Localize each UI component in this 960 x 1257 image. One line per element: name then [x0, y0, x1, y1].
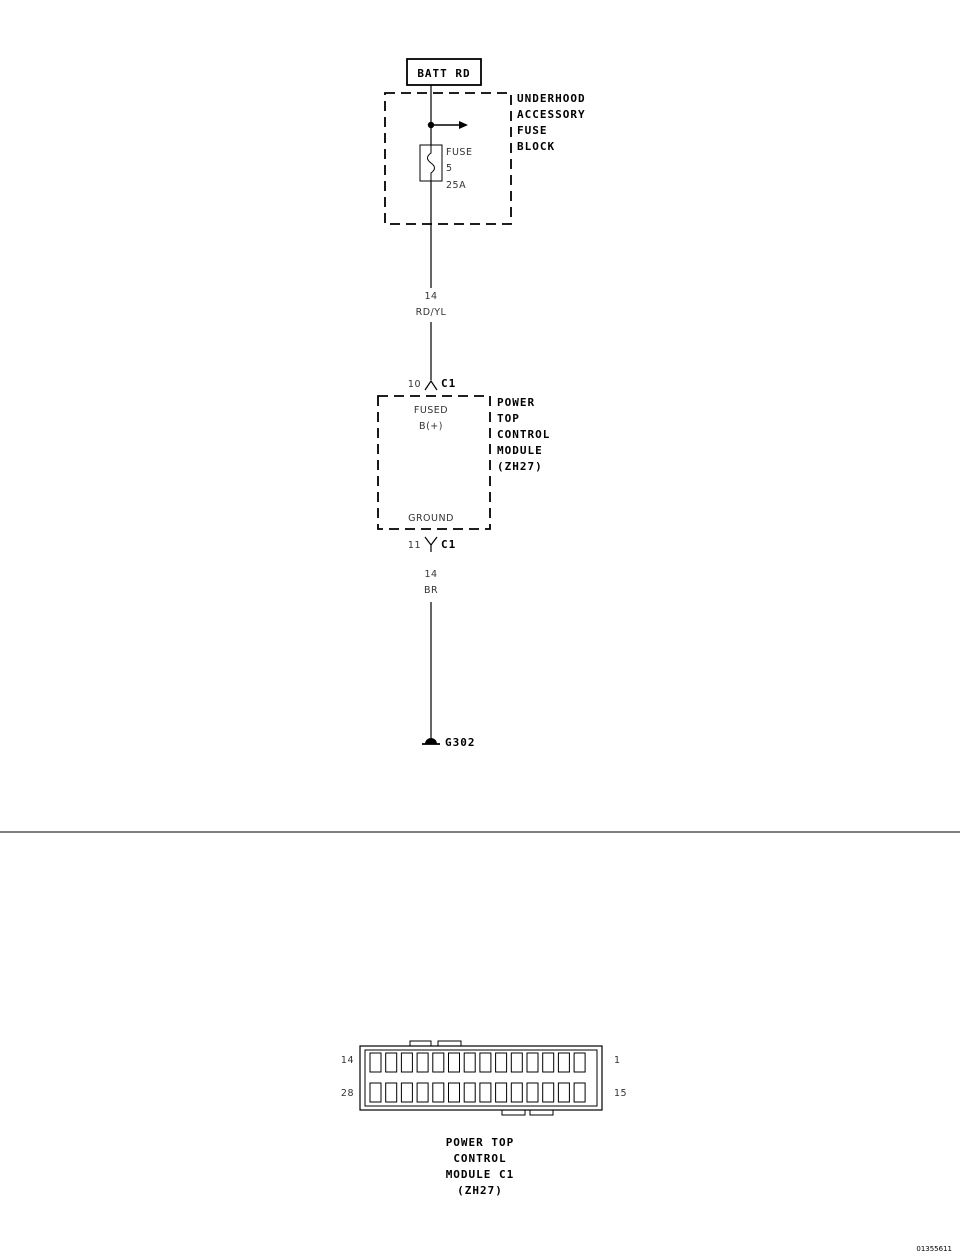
fuse-block-label-2: ACCESSORY — [517, 108, 586, 121]
fuse-icon — [419, 144, 443, 182]
cavity-bottom-13 — [557, 1082, 570, 1103]
connector-c1-pin-10: 10 C1 — [408, 377, 456, 391]
cavity-top-3 — [400, 1052, 413, 1073]
connector-latch-top-1 — [409, 1040, 432, 1046]
pin-label-15: 15 — [614, 1088, 627, 1099]
cavity-top-8 — [479, 1052, 492, 1073]
battery-source-label: BATT RD — [417, 67, 470, 80]
cavity-top-12 — [542, 1052, 555, 1073]
cavity-top-13 — [557, 1052, 570, 1073]
cavity-top-7 — [463, 1052, 476, 1073]
cavity-top-10 — [510, 1052, 523, 1073]
cavity-top-5 — [432, 1052, 445, 1073]
fuse-number: 5 — [446, 163, 453, 174]
pin-label-28: 28 — [341, 1088, 354, 1099]
cavity-bottom-12 — [542, 1082, 555, 1103]
module-input-label-1: FUSED — [414, 405, 448, 416]
connector-top-pin: 10 — [408, 379, 421, 390]
connector-caption-4: (ZH27) — [457, 1184, 503, 1197]
connector-face-view: 14 1 28 15 — [341, 1040, 627, 1116]
fuse-rating: 25A — [446, 180, 466, 191]
connector-outer-shell — [359, 1045, 603, 1111]
cavity-top-1 — [369, 1052, 382, 1073]
connector-latch-top-2 — [437, 1040, 462, 1046]
cavity-top-11 — [526, 1052, 539, 1073]
module-label-5: (ZH27) — [497, 460, 543, 473]
fuse-block-label-3: FUSE — [517, 124, 548, 137]
wire-lower-color: BR — [424, 585, 438, 596]
connector-caption-3: MODULE C1 — [446, 1168, 515, 1181]
ground-label: G302 — [445, 736, 476, 749]
connector-inner-shell — [364, 1049, 598, 1107]
power-top-control-module: FUSED B(+) GROUND POWER TOP CONTROL MODU… — [377, 395, 550, 530]
connector-bottom-name: C1 — [441, 538, 456, 551]
cavity-bottom-5 — [432, 1082, 445, 1103]
cavity-top-9 — [495, 1052, 508, 1073]
connector-bottom-pin: 11 — [408, 540, 421, 551]
connector-latch-bottom-1 — [501, 1110, 526, 1116]
module-label-4: MODULE — [497, 444, 543, 457]
connector-top-name: C1 — [441, 377, 456, 390]
cavity-top-4 — [416, 1052, 429, 1073]
cavity-top-6 — [448, 1052, 460, 1073]
connector-c1-pin-11: 11 C1 — [408, 536, 456, 552]
connector-latch-bottom-2 — [529, 1110, 554, 1116]
feed-arrow-icon — [431, 121, 468, 129]
cavity-bottom-6 — [448, 1082, 460, 1103]
fuse-label: FUSE — [446, 147, 472, 158]
cavity-bottom-1 — [369, 1082, 382, 1103]
pin-label-14: 14 — [341, 1055, 354, 1066]
cavity-bottom-7 — [463, 1082, 476, 1103]
fuse-block-label-4: BLOCK — [517, 140, 555, 153]
cavity-bottom-9 — [495, 1082, 508, 1103]
module-label-1: POWER — [497, 396, 535, 409]
wire-lower-gauge: 14 — [424, 569, 437, 580]
fuse-block-label-1: UNDERHOOD — [517, 92, 586, 105]
module-input-label-2: B(+) — [419, 421, 443, 432]
ground-icon — [422, 738, 440, 745]
connector-caption-1: POWER TOP — [446, 1136, 515, 1149]
module-label-2: TOP — [497, 412, 520, 425]
cavity-top-14 — [573, 1052, 586, 1073]
cavity-bottom-2 — [385, 1082, 398, 1103]
battery-source: BATT RD — [406, 58, 482, 86]
cavity-bottom-3 — [400, 1082, 413, 1103]
connector-caption-2: CONTROL — [453, 1152, 506, 1165]
cavity-bottom-4 — [416, 1082, 429, 1103]
module-ground-label: GROUND — [408, 513, 454, 524]
cavity-bottom-14 — [573, 1082, 586, 1103]
fuse-block: UNDERHOOD ACCESSORY FUSE BLOCK — [384, 92, 586, 225]
wire-upper-gauge: 14 — [424, 291, 437, 302]
cavity-bottom-10 — [510, 1082, 523, 1103]
module-label-3: CONTROL — [497, 428, 550, 441]
cavity-bottom-8 — [479, 1082, 492, 1103]
figure-id: 01355611 — [916, 1245, 952, 1253]
cavity-top-2 — [385, 1052, 398, 1073]
wire-upper-color: RD/YL — [416, 307, 447, 318]
pin-label-1: 1 — [614, 1055, 621, 1066]
cavity-bottom-11 — [526, 1082, 539, 1103]
